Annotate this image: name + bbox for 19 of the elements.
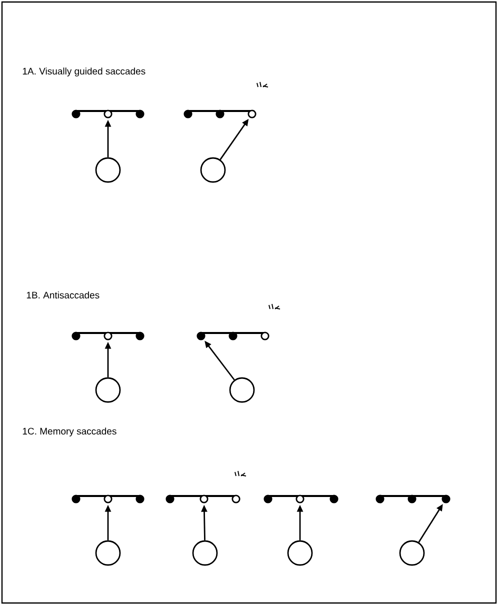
eye-circle bbox=[229, 377, 255, 403]
section-heading: 1B. Antisaccades bbox=[26, 292, 100, 298]
open-dot bbox=[104, 494, 112, 504]
eye-circle bbox=[287, 540, 313, 566]
section-heading: 1C. Memory saccades bbox=[22, 428, 116, 436]
open-dot bbox=[248, 110, 256, 118]
filled-dot bbox=[442, 494, 450, 504]
eye-circle bbox=[192, 540, 218, 566]
eye-circle bbox=[95, 377, 121, 403]
eye-circle bbox=[200, 157, 226, 183]
eye-circle bbox=[95, 157, 121, 183]
open-dot bbox=[296, 494, 304, 504]
open-dot bbox=[104, 110, 112, 118]
open-dot bbox=[200, 494, 208, 504]
eye-circle bbox=[95, 540, 121, 566]
filled-dot bbox=[196, 332, 206, 340]
section-heading: 1A. Visually guided saccades bbox=[22, 68, 146, 76]
open-dot bbox=[104, 332, 112, 340]
eye-circle bbox=[399, 540, 425, 566]
